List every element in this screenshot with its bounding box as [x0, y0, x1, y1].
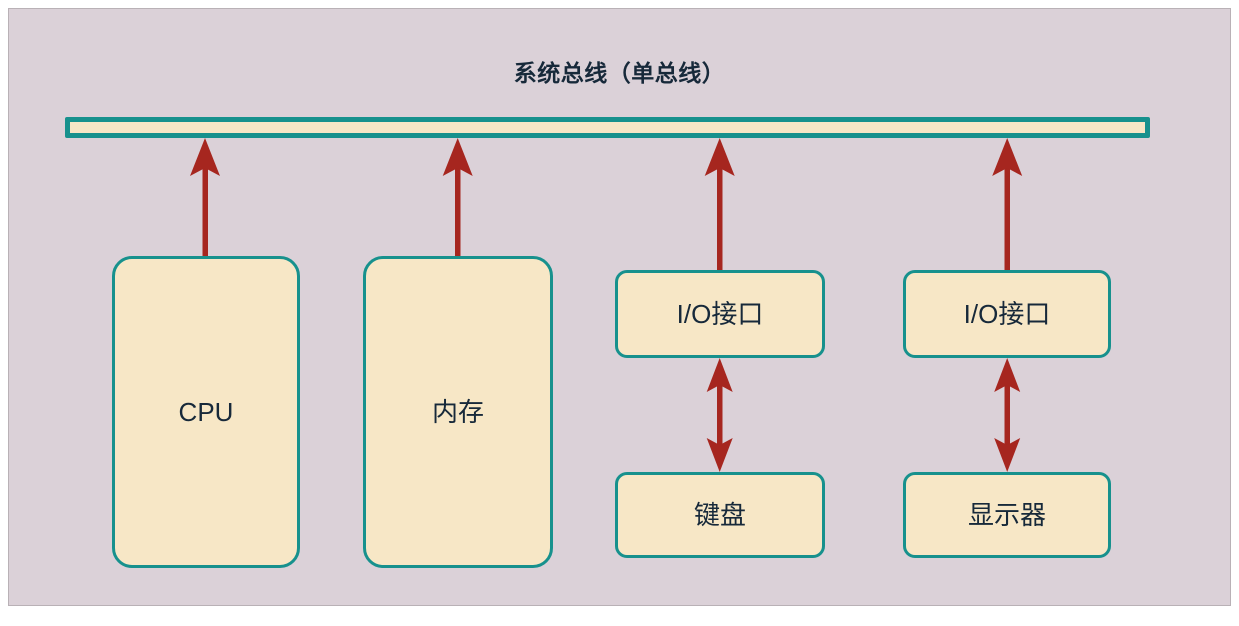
- node-keyboard-label: 键盘: [693, 500, 746, 530]
- arrow-memory-to-bus: [442, 138, 473, 256]
- node-io-interface-2[interactable]: I/O接口: [903, 270, 1111, 358]
- arrow-io1-to-keyboard: [706, 358, 733, 472]
- node-cpu-label: CPU: [178, 397, 234, 427]
- node-io-interface-1-label: I/O接口: [676, 299, 764, 329]
- node-memory[interactable]: 内存: [363, 256, 553, 568]
- node-io-interface-1[interactable]: I/O接口: [615, 270, 825, 358]
- node-keyboard[interactable]: 键盘: [615, 472, 825, 558]
- node-monitor[interactable]: 显示器: [903, 472, 1111, 558]
- system-bus-bar: [65, 117, 1150, 138]
- node-io-interface-2-label: I/O接口: [963, 299, 1051, 329]
- arrow-io2-to-bus: [992, 138, 1023, 270]
- page-title: 系统总线（单总线）: [513, 60, 726, 86]
- arrow-cpu-to-bus: [190, 138, 220, 256]
- node-cpu[interactable]: CPU: [112, 256, 300, 568]
- arrow-io2-to-monitor: [994, 358, 1021, 472]
- arrow-io1-to-bus: [704, 138, 735, 270]
- node-monitor-label: 显示器: [967, 500, 1046, 530]
- node-memory-label: 内存: [431, 397, 484, 427]
